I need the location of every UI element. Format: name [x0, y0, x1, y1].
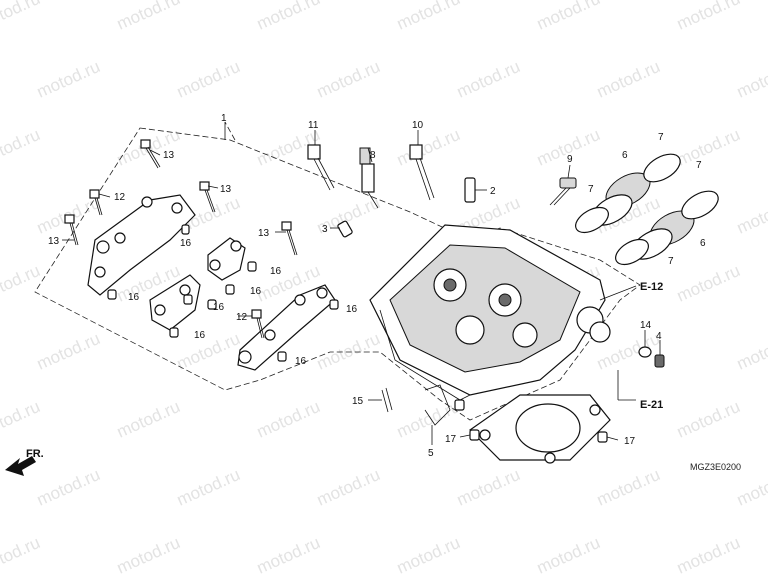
callout-6-upper: 6	[622, 150, 628, 161]
watermark-text: motod.ru	[174, 329, 243, 374]
stud-bolt-11	[307, 144, 335, 191]
callout-17-a: 17	[445, 434, 457, 445]
callout-1: 1	[221, 113, 227, 124]
watermark-text: motod.ru	[394, 125, 463, 170]
callouts: 1 2 3 4 5 6 6 7 7 7 7 8 9 10 11 12 12 13…	[48, 113, 706, 459]
watermark-text: motod.ru	[0, 125, 43, 170]
callout-8: 8	[370, 150, 376, 161]
insulator-lower	[615, 190, 719, 266]
watermark-text: motod.ru	[594, 465, 663, 510]
watermark-text: motod.ru	[734, 329, 768, 374]
watermark-text: motod.ru	[734, 193, 768, 238]
watermark-text: motod.ru	[114, 397, 183, 442]
watermark-text: motod.ru	[394, 0, 463, 34]
callout-13-d: 13	[258, 228, 270, 239]
callout-16-b: 16	[128, 292, 140, 303]
callout-13-a: 13	[163, 150, 175, 161]
front-label: FR.	[26, 448, 44, 460]
watermark-text: motod.ru	[174, 465, 243, 510]
callout-11: 11	[308, 120, 319, 131]
watermark-text: motod.ru	[0, 533, 43, 576]
watermark-text: motod.ru	[174, 57, 243, 102]
watermark-text: motod.ru	[114, 533, 183, 576]
callout-7-a: 7	[658, 132, 664, 143]
watermark-text: motod.ru	[594, 57, 663, 102]
dowel-17-group	[454, 399, 608, 443]
watermark-text: motod.ru	[0, 261, 43, 306]
rocker-holder-bottom	[237, 284, 336, 371]
front-arrow-icon: FR.	[5, 448, 44, 476]
watermark-text: motod.ru	[454, 57, 523, 102]
rocker-holder-middle-left	[149, 274, 201, 331]
ref-e12: E-12	[640, 281, 663, 293]
watermark-text: motod.ru	[674, 261, 743, 306]
callout-16-c: 16	[270, 266, 282, 277]
watermark-text: motod.ru	[254, 0, 323, 34]
callout-9: 9	[567, 154, 573, 165]
sensor-9	[549, 177, 577, 206]
callout-13-c: 13	[48, 236, 60, 247]
callout-15: 15	[352, 396, 364, 407]
callout-16-a: 16	[180, 238, 192, 249]
pin-3	[337, 220, 353, 238]
callout-16-h: 16	[295, 356, 307, 367]
callout-14: 14	[640, 320, 652, 331]
ref-e21: E-21	[640, 399, 663, 411]
rocker-holder-middle-right	[207, 237, 246, 281]
callout-12-b: 12	[236, 312, 248, 323]
dowel-pin-group	[107, 224, 339, 362]
watermark-text: motod.ru	[114, 0, 183, 34]
callout-4: 4	[656, 331, 662, 342]
callout-6-lower: 6	[700, 238, 706, 249]
watermark-text: motod.ru	[254, 397, 323, 442]
spark-plug	[359, 147, 379, 209]
leader-lines	[62, 122, 661, 445]
callout-2: 2	[490, 186, 496, 197]
callout-17-b: 17	[624, 436, 636, 447]
watermark-text: motod.ru	[314, 465, 383, 510]
callout-10: 10	[412, 120, 424, 131]
watermark-text: motod.ru	[674, 125, 743, 170]
callout-5: 5	[428, 448, 434, 459]
watermark-text: motod.ru	[34, 465, 103, 510]
callout-13-b: 13	[220, 184, 232, 195]
watermark-text: motod.ru	[534, 0, 603, 34]
watermark-text: motod.ru	[674, 0, 743, 34]
stud-bolt-10	[409, 144, 435, 201]
head-gasket	[469, 394, 611, 464]
watermark-text: motod.ru	[394, 533, 463, 576]
callout-3: 3	[322, 224, 328, 235]
watermark-text: motod.ru	[674, 397, 743, 442]
callout-12-a: 12	[114, 192, 126, 203]
callout-7-c: 7	[588, 184, 594, 195]
watermark-text: motod.ru	[454, 465, 523, 510]
bolt-group	[64, 139, 298, 339]
dowel-2	[464, 177, 476, 203]
rocker-holder-top	[87, 194, 196, 296]
watermark-text: motod.ru	[314, 329, 383, 374]
insulator-upper	[575, 153, 681, 234]
watermark-text: motod.ru	[0, 397, 43, 442]
callout-7-d: 7	[668, 256, 674, 267]
callout-16-g: 16	[346, 304, 358, 315]
diagram-code: MGZ3E0200	[690, 462, 741, 472]
watermark-text: motod.ru	[734, 57, 768, 102]
plug-4-14	[638, 346, 665, 368]
watermark-text: motod.ru	[314, 57, 383, 102]
watermark-text: motod.ru	[674, 533, 743, 576]
callout-16-d: 16	[250, 286, 262, 297]
callout-7-b: 7	[696, 160, 702, 171]
callout-16-f: 16	[194, 330, 206, 341]
watermark-text: motod.ru	[0, 0, 43, 34]
stud-15	[381, 387, 393, 413]
gasket-5	[424, 384, 451, 426]
watermark-text: motod.ru	[34, 329, 103, 374]
callout-16-e: 16	[213, 302, 225, 313]
cylinder-head	[369, 224, 611, 401]
watermark-text: motod.ru	[34, 57, 103, 102]
watermark-text: motod.ru	[534, 533, 603, 576]
watermark-text: motod.ru	[254, 533, 323, 576]
